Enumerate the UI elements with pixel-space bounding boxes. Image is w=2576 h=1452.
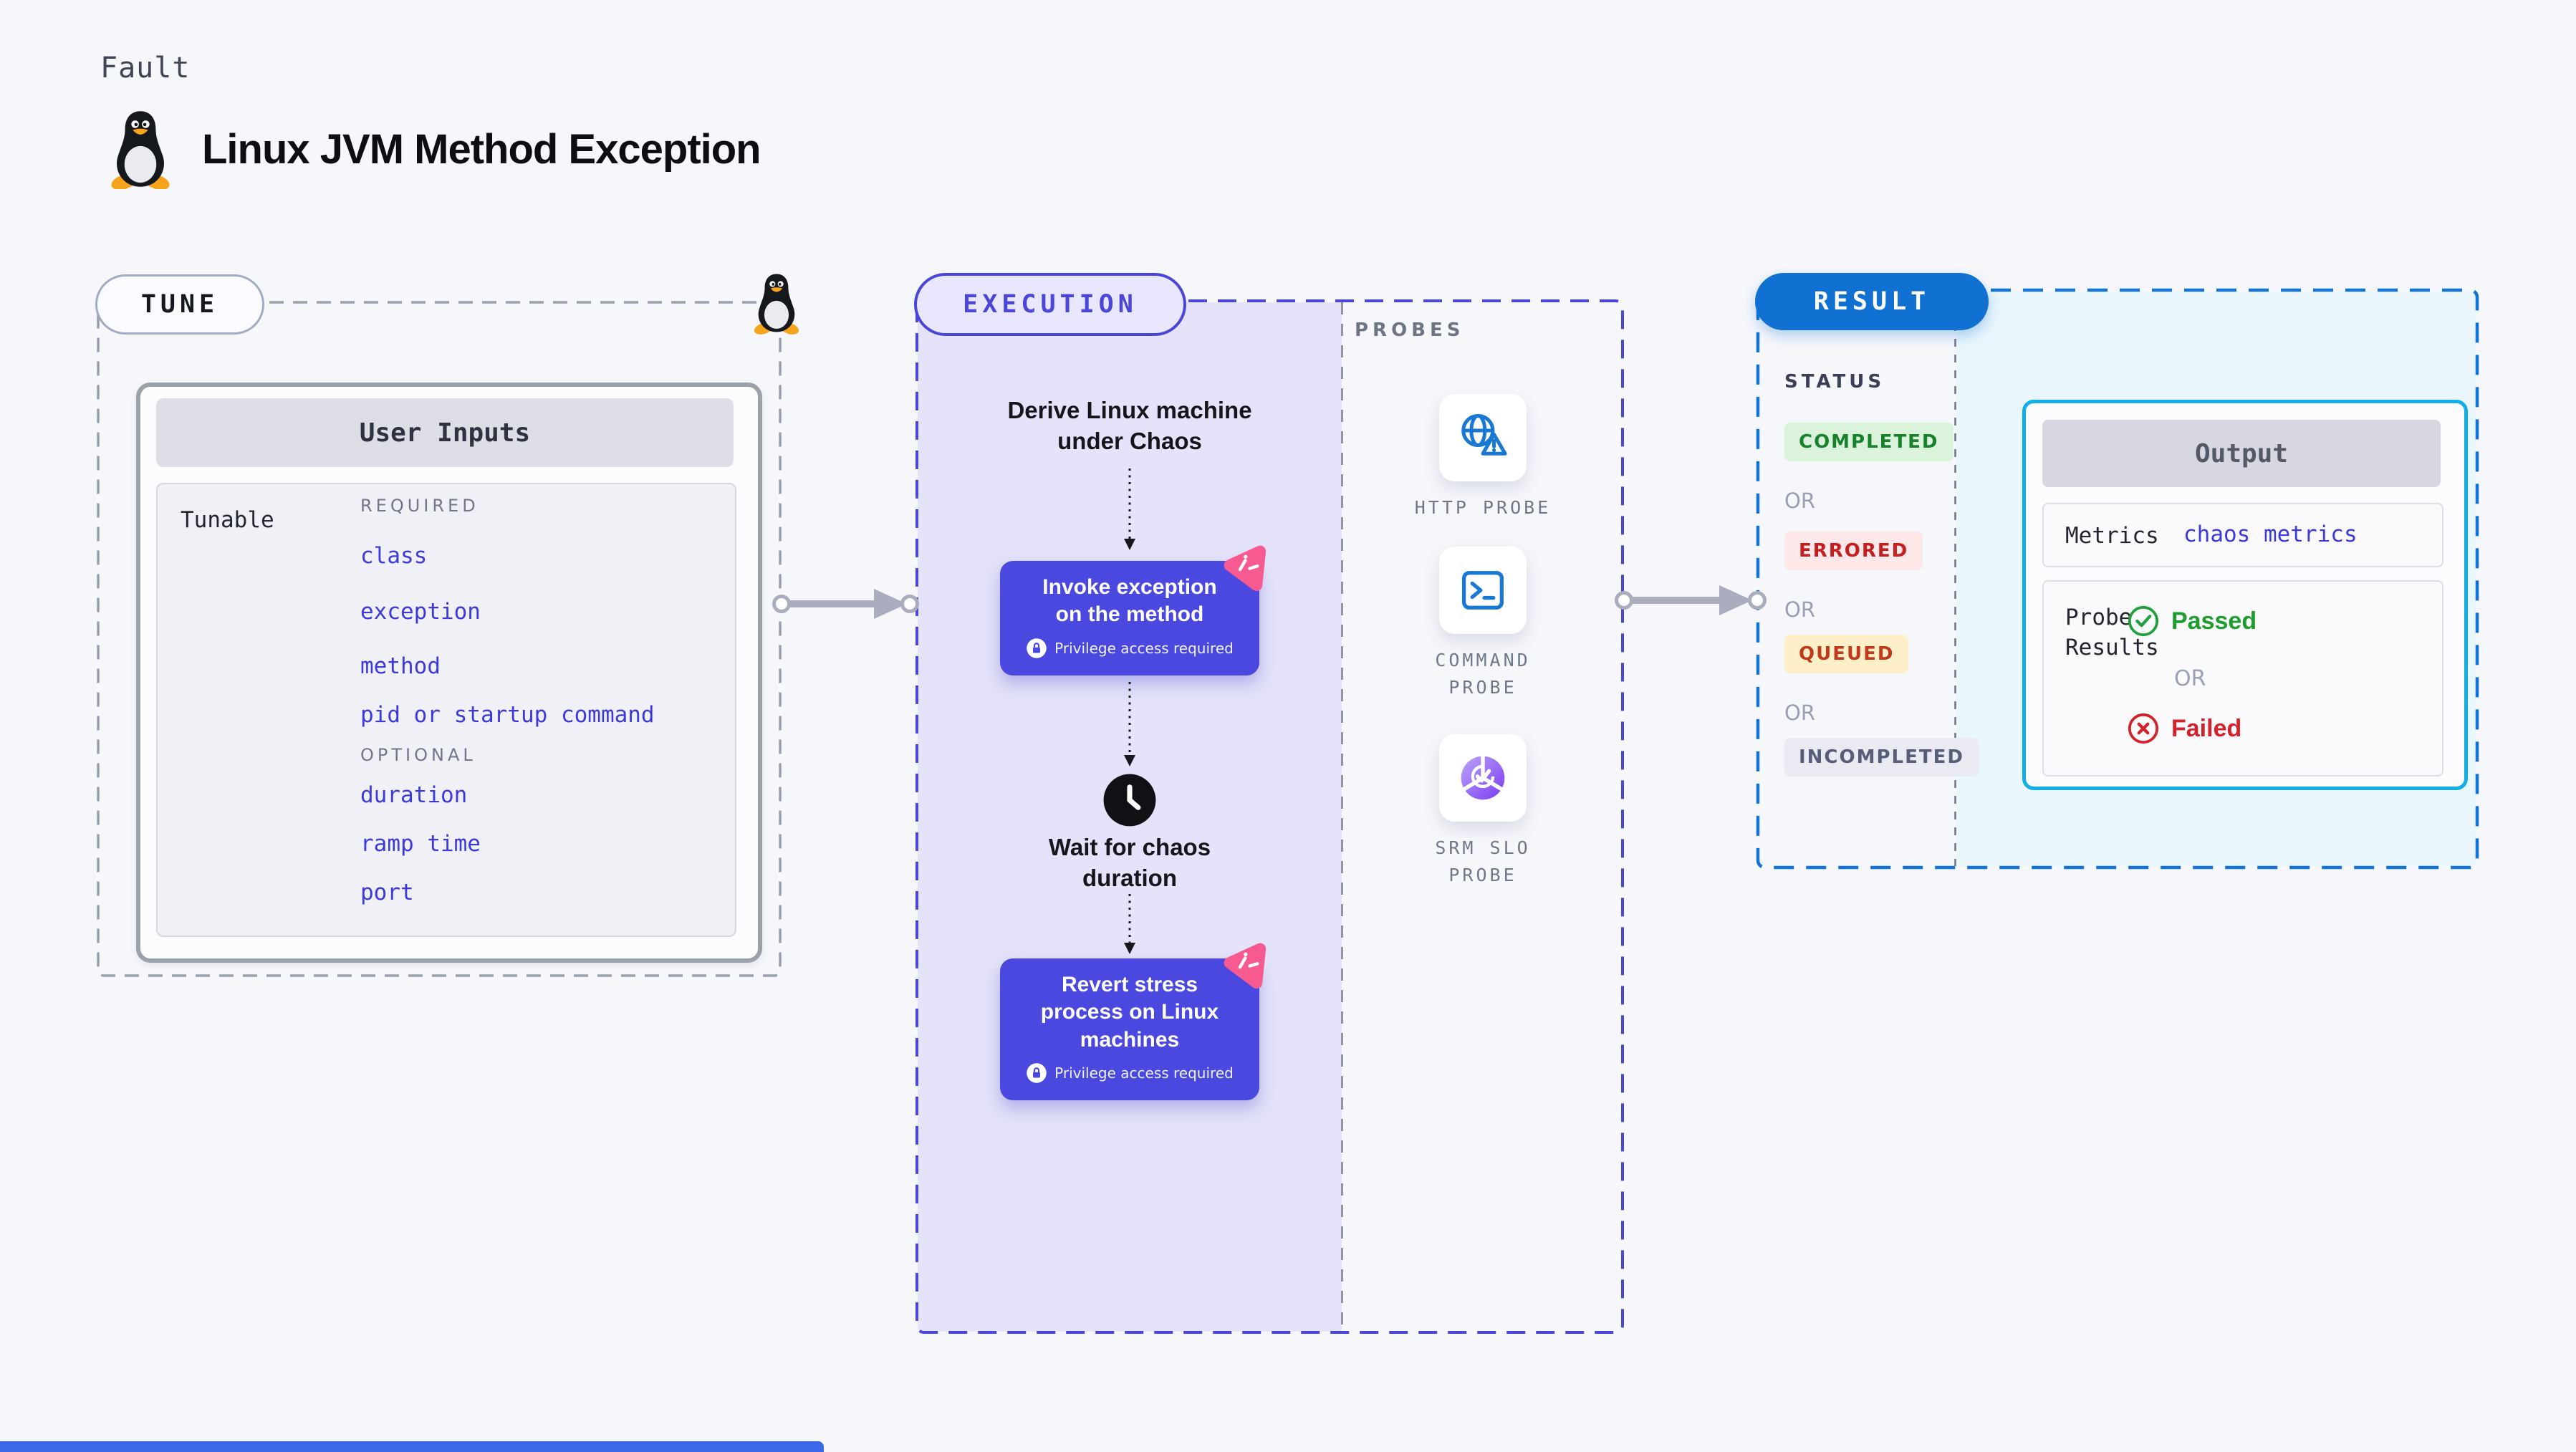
connector-arrow-3 (1124, 894, 1135, 954)
tux-icon-small (752, 274, 801, 337)
user-inputs-title: User Inputs (156, 398, 734, 467)
tune-frame (97, 301, 782, 977)
tunable-link-class[interactable]: class (360, 543, 428, 569)
tunable-link-pid[interactable]: pid or startup command (360, 702, 655, 728)
wait-step: Wait for chaos duration (1048, 834, 1211, 891)
status-label: STATUS (1784, 371, 1885, 393)
chaos-icon (1224, 545, 1267, 592)
terminal-icon (1461, 571, 1504, 610)
srm-slo-probe-card (1439, 734, 1527, 822)
lock-icon (1027, 638, 1047, 658)
invoke-exception-node: Invoke exception on the method Privilege… (1000, 545, 1267, 675)
tunables-list (156, 483, 736, 937)
command-probe-card (1439, 547, 1527, 634)
flow-arrow-tune-to-execution (772, 589, 919, 619)
fault-kicker: Fault (100, 52, 191, 85)
revert-stress-node: Revert stress process on Linux machines … (1000, 943, 1267, 1100)
execution-badge: EXECUTION (914, 273, 1186, 336)
flow-arrow-execution-to-result (1615, 585, 1767, 615)
status-output-divider (1954, 292, 1956, 866)
required-label: REQUIRED (360, 496, 479, 516)
chaos-icon (1224, 943, 1267, 989)
globe-alert-icon (1461, 413, 1507, 456)
or-separator: OR (1784, 701, 1815, 725)
passed-indicator: Passed (2127, 605, 2257, 638)
probe-results-row: Probe Results Passed OR Failed (2042, 580, 2443, 777)
or-separator: OR (1784, 489, 1815, 513)
probe-results-label: Probe Results (2065, 605, 2159, 660)
tunable-link-duration[interactable]: duration (360, 782, 468, 808)
bottom-edge-element (0, 1441, 824, 1452)
tunable-link-method[interactable]: method (360, 653, 441, 679)
invoke-title: Invoke exception (1042, 575, 1217, 599)
output-title: Output (2042, 420, 2441, 487)
check-circle-icon (2128, 605, 2159, 637)
result-badge: RESULT (1755, 273, 1989, 330)
status-badge-errored: ERRORED (1784, 532, 1923, 570)
probes-divider (1341, 302, 1343, 1332)
x-circle-icon (2128, 713, 2159, 744)
tunable-link-ramp-time[interactable]: ramp time (360, 831, 481, 857)
page-title: Linux JVM Method Exception (202, 125, 761, 173)
tunable-link-exception[interactable]: exception (360, 599, 481, 625)
slo-donut-check-icon (1461, 755, 1505, 800)
or-separator: OR (2174, 666, 2206, 691)
chaos-metrics-link[interactable]: chaos metrics (2183, 521, 2358, 547)
metrics-label: Metrics (2065, 523, 2159, 549)
probes-label: PROBES (1355, 319, 1465, 341)
connector-arrow-2 (1124, 682, 1135, 766)
metrics-row: Metrics chaos metrics (2042, 503, 2443, 567)
privilege-label: Privilege access required (1054, 639, 1234, 657)
tunable-link-port[interactable]: port (360, 880, 414, 905)
derive-step: Derive Linux machine under Chaos (1007, 397, 1252, 454)
status-badge-completed: COMPLETED (1784, 423, 1953, 461)
execution-frame (915, 299, 1624, 1334)
connector-arrow-1 (1124, 468, 1135, 550)
tux-icon (109, 111, 172, 189)
status-badge-incompleted: INCOMPLETED (1784, 738, 1979, 777)
tunable-row-label: Tunable (181, 507, 274, 533)
wait-clock-icon (1103, 774, 1156, 827)
http-probe-card (1439, 394, 1527, 481)
http-probe-label: HTTP PROBE (1414, 497, 1552, 518)
privilege-label: Privilege access required (1054, 1064, 1234, 1082)
srm-slo-probe-label: SRM SLO PROBE (1435, 837, 1531, 885)
optional-label: OPTIONAL (360, 745, 476, 765)
lock-icon (1027, 1063, 1047, 1083)
status-badge-queued: QUEUED (1784, 635, 1909, 673)
command-probe-label: COMMAND PROBE (1435, 650, 1531, 698)
tune-badge: TUNE (95, 274, 264, 335)
revert-title: Revert stress (1061, 973, 1198, 996)
failed-indicator: Failed (2127, 712, 2241, 745)
or-separator: OR (1784, 597, 1815, 622)
